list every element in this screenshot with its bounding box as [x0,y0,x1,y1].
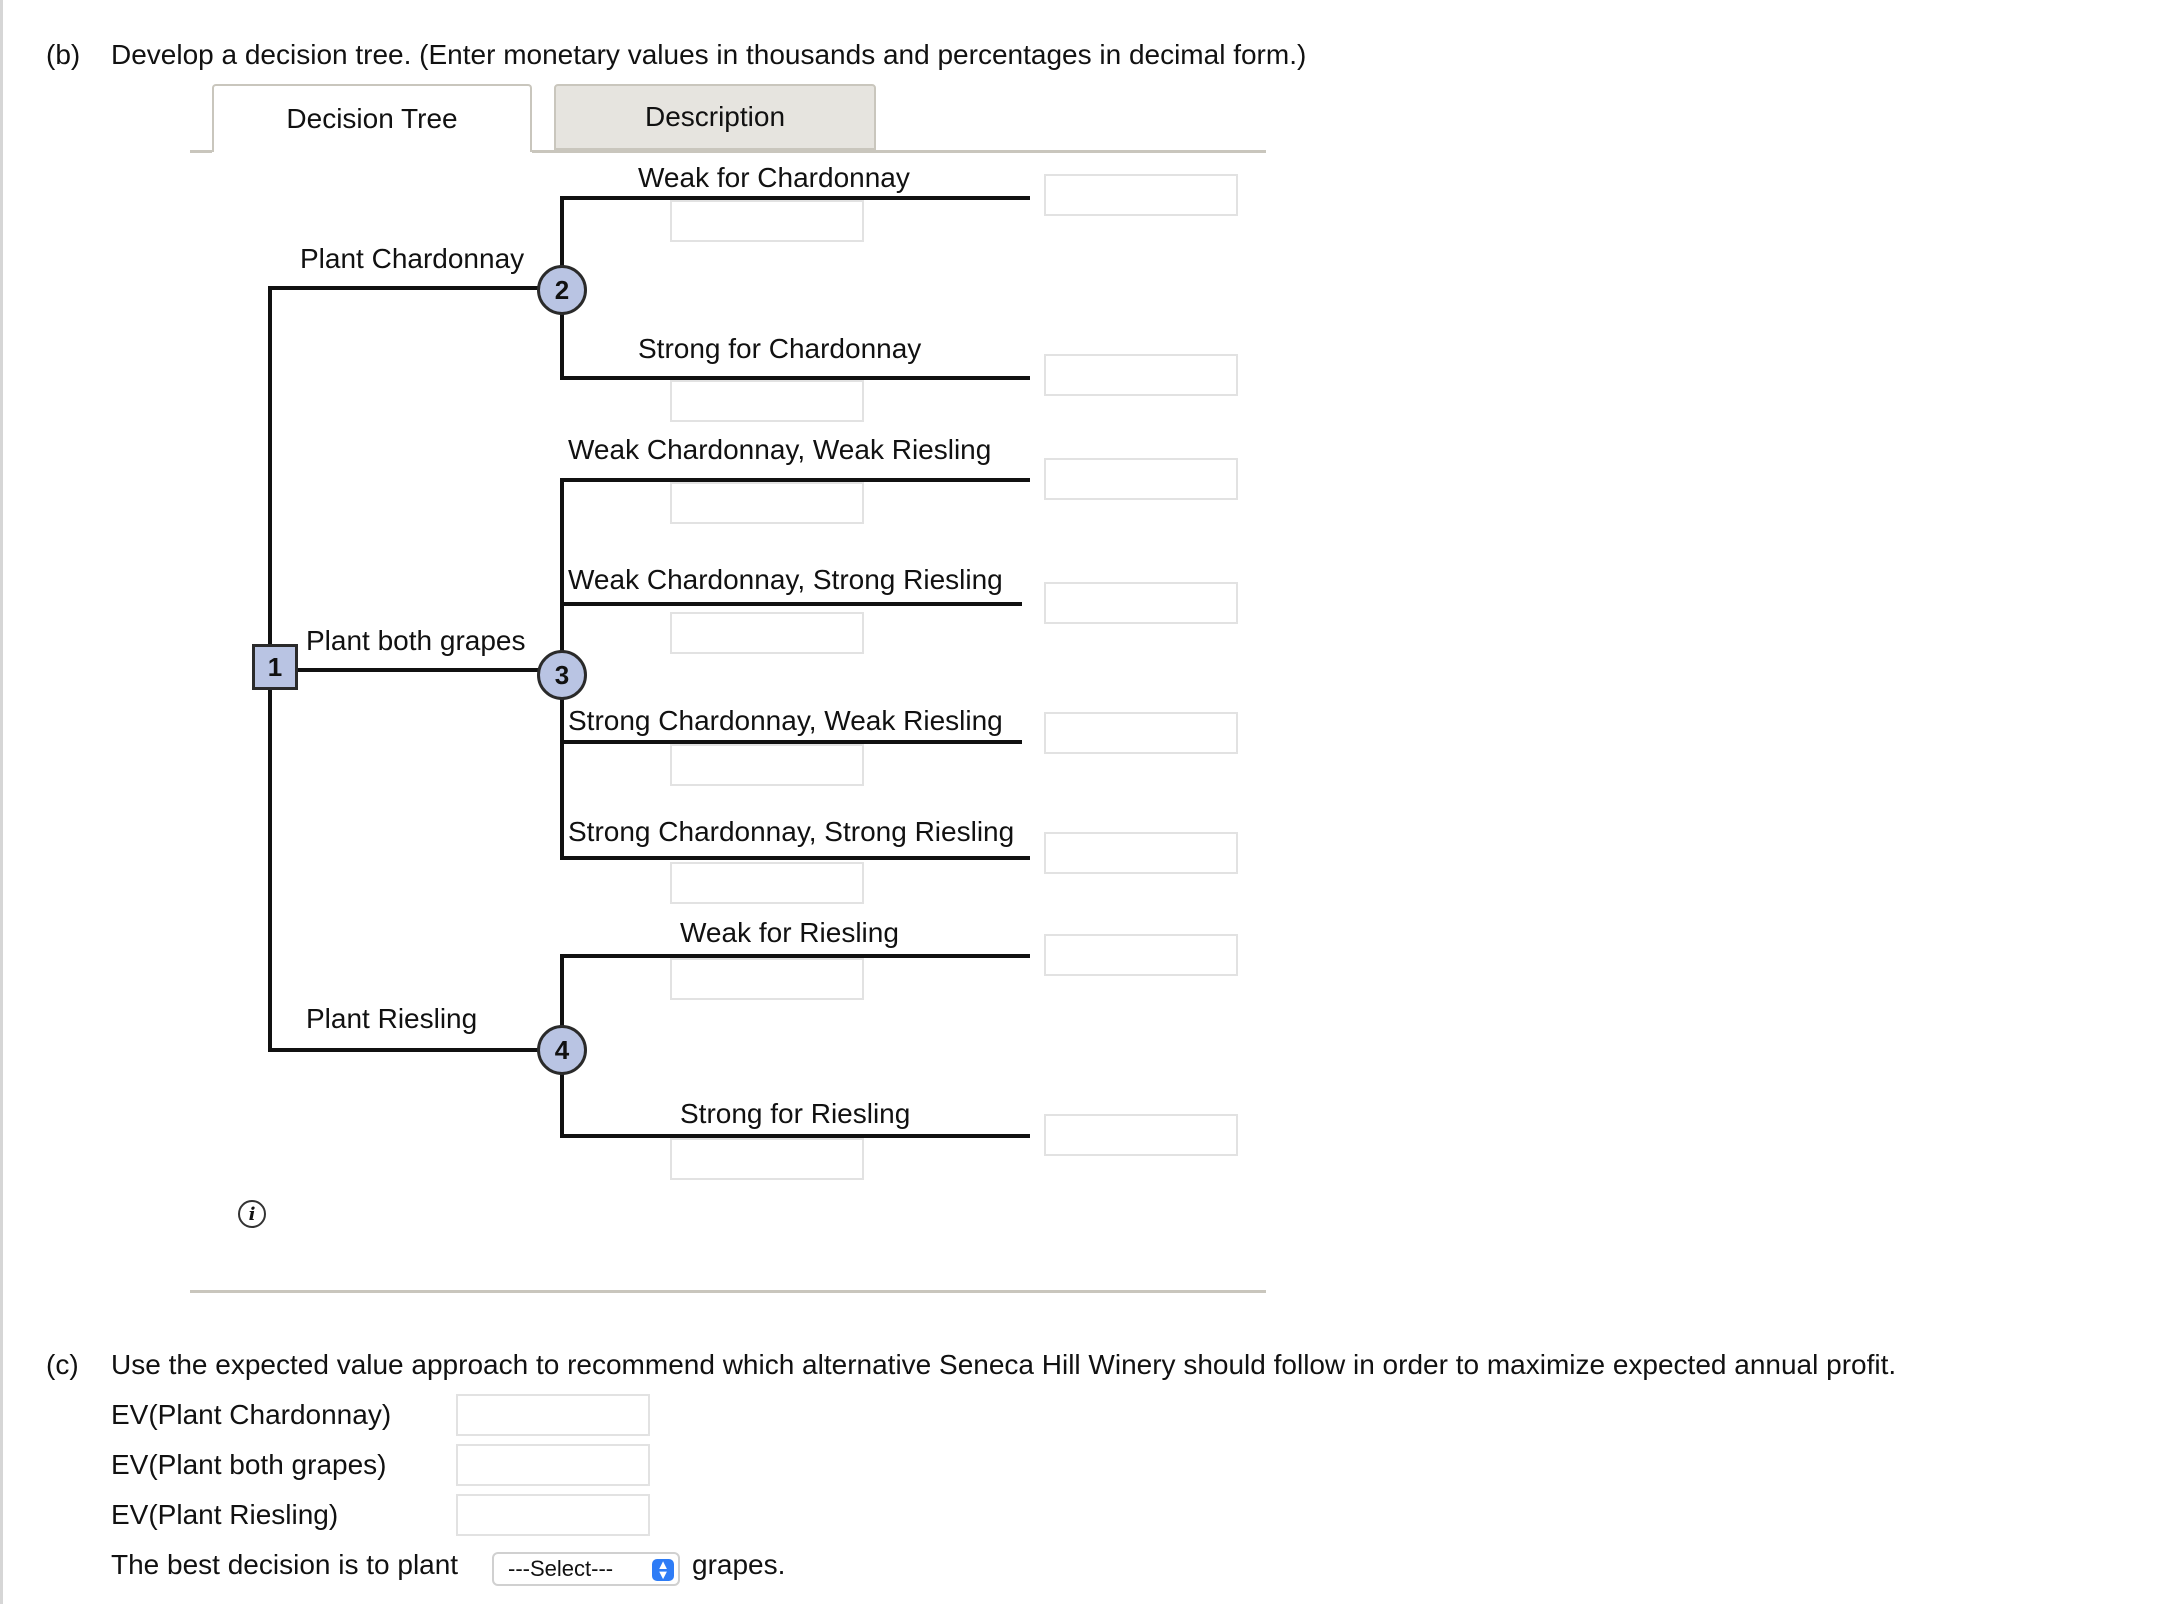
outcome-weak-riesling-line [560,954,1030,958]
tab-baseline-left [190,150,212,153]
part-b-letter: (b) [46,39,81,70]
payoff-strong-chardonnay-input[interactable] [1044,354,1238,396]
best-decision-select-value: ---Select--- [508,1556,614,1581]
outcome-weak-riesling-label: Weak for Riesling [680,917,899,948]
chance-node-2: 2 [537,265,587,315]
outcome-strong-chardonnay-label: Strong for Chardonnay [638,333,922,364]
payoff-strong-weak-input[interactable] [1044,712,1238,754]
branch-plant-chardonnay-label: Plant Chardonnay [300,243,525,274]
part-b-prompt: Develop a decision tree. (Enter monetary… [111,39,1307,70]
outcome-weak-strong-label: Weak Chardonnay, Strong Riesling [568,564,1003,595]
tab-decision-tree[interactable]: Decision Tree [212,84,532,152]
chance-node-2-number: 2 [554,274,570,305]
outcome-strong-chardonnay-line [560,376,1030,380]
outcome-strong-strong-label: Strong Chardonnay, Strong Riesling [568,816,1015,847]
outcome-weak-weak-line [560,478,1030,482]
outcome-strong-riesling-label: Strong for Riesling [680,1098,911,1129]
probability-weak-riesling-input[interactable] [670,958,864,1000]
probability-strong-riesling-input[interactable] [670,1138,864,1180]
branch-plant-both-label: Plant both grapes [306,625,526,656]
ev-plant-riesling-input[interactable] [456,1494,650,1536]
payoff-weak-chardonnay-input[interactable] [1044,174,1238,216]
payoff-weak-riesling-input[interactable] [1044,934,1238,976]
decision-node-1-number: 1 [267,651,283,682]
chance-node-4-number: 4 [554,1034,570,1065]
probability-strong-strong-input[interactable] [670,862,864,904]
tab-baseline-right [532,150,1266,153]
branch-plant-chardonnay-line [268,286,540,290]
part-c-prompt: Use the expected value approach to recom… [111,1349,1897,1380]
outcome-weak-weak-label: Weak Chardonnay, Weak Riesling [568,434,992,465]
outcome-weak-chardonnay-label: Weak for Chardonnay [638,162,910,193]
select-updown-icon: ▲▼ [652,1558,674,1581]
panel-bottom-rule [190,1290,1266,1293]
payoff-weak-weak-input[interactable] [1044,458,1238,500]
ev-plant-both-input[interactable] [456,1444,650,1486]
best-decision-select[interactable]: ---Select--- ▲▼ [492,1552,680,1586]
probability-strong-chardonnay-input[interactable] [670,380,864,422]
tab-decision-tree-label: Decision Tree [286,103,458,134]
probability-strong-weak-input[interactable] [670,744,864,786]
page-left-border [0,0,3,1604]
ev-plant-chardonnay-input[interactable] [456,1394,650,1436]
ev-plant-riesling-label: EV(Plant Riesling) [111,1499,339,1530]
chance-node-4: 4 [537,1025,587,1075]
outcome-strong-weak-line [560,740,1022,744]
ev-plant-both-label: EV(Plant both grapes) [111,1449,387,1480]
payoff-strong-riesling-input[interactable] [1044,1114,1238,1156]
part-c-letter: (c) [46,1349,79,1380]
chance-node-3-number: 3 [554,659,570,690]
branch-plant-riesling-label: Plant Riesling [306,1003,478,1034]
best-decision-prefix: The best decision is to plant [111,1549,459,1580]
tab-description-label: Description [644,101,786,132]
outcome-weak-chardonnay-line [560,196,1030,200]
payoff-weak-strong-input[interactable] [1044,582,1238,624]
branch-plant-riesling-line [268,1048,540,1052]
outcome-strong-riesling-line [560,1134,1030,1138]
outcome-weak-strong-line [560,602,1022,606]
probability-weak-strong-input[interactable] [670,612,864,654]
outcome-strong-weak-label: Strong Chardonnay, Weak Riesling [568,705,1003,736]
chance-node-3: 3 [537,650,587,700]
probability-weak-weak-input[interactable] [670,482,864,524]
probability-weak-chardonnay-input[interactable] [670,200,864,242]
tab-description[interactable]: Description [554,84,876,150]
payoff-strong-strong-input[interactable] [1044,832,1238,874]
ev-plant-chardonnay-label: EV(Plant Chardonnay) [111,1399,392,1430]
decision-node-1: 1 [252,644,298,690]
best-decision-suffix: grapes. [692,1549,786,1580]
branch-plant-both-line [290,668,540,672]
info-icon[interactable]: i [238,1200,266,1228]
outcome-strong-strong-line [560,856,1030,860]
